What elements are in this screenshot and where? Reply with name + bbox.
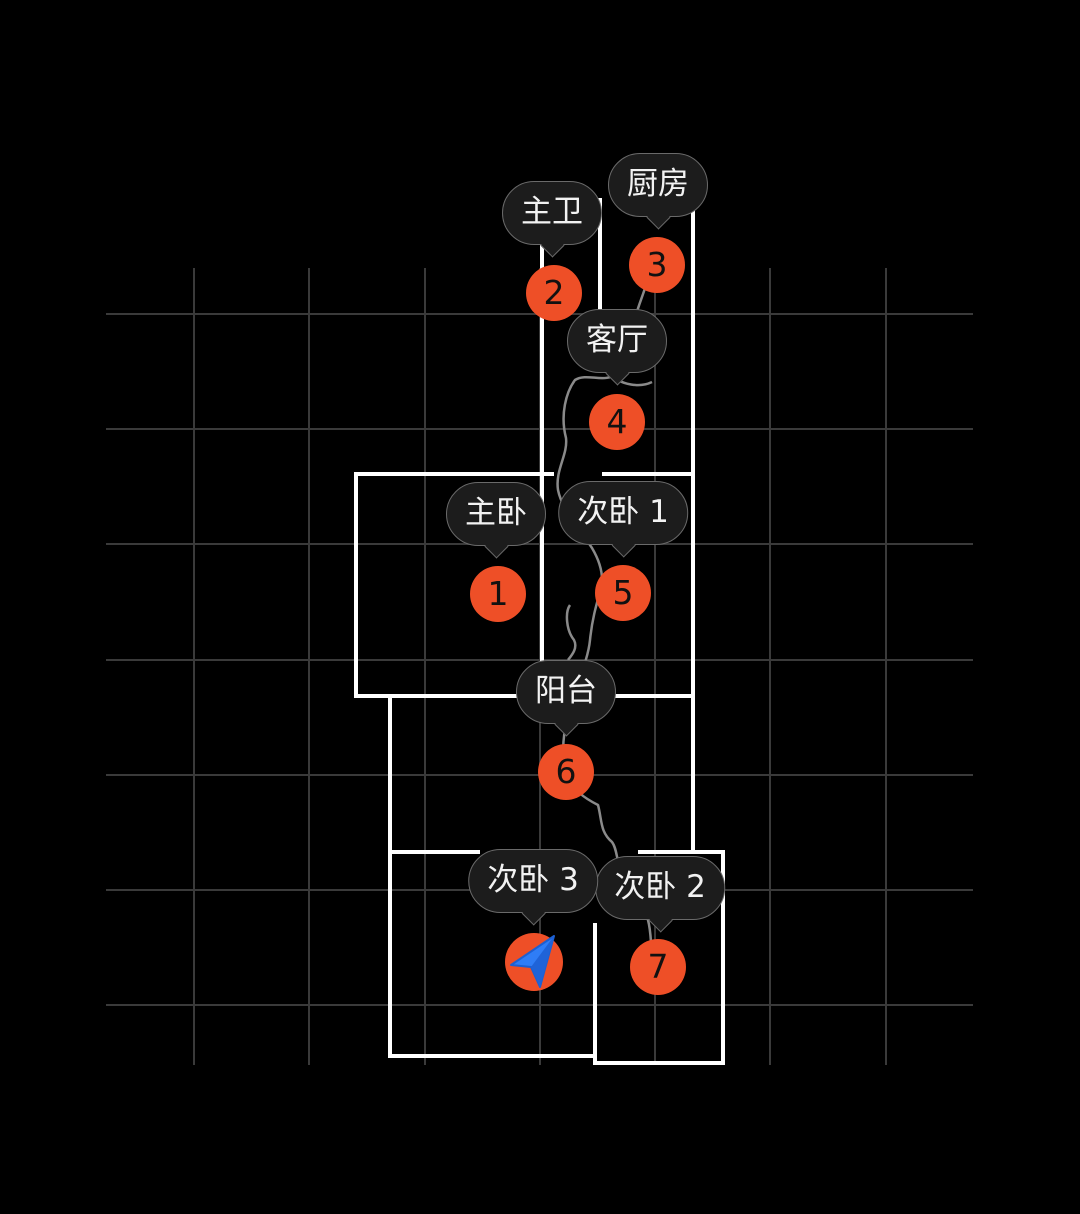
step-marker-number: 7 (647, 947, 669, 986)
step-marker-6[interactable]: 6 (538, 744, 594, 800)
room-label-text: 次卧 1 (577, 494, 669, 530)
step-marker-5[interactable]: 5 (595, 565, 651, 621)
room-label-text: 阳台 (535, 673, 597, 709)
room-label-text: 次卧 2 (614, 869, 706, 905)
room-label-text: 厨房 (627, 166, 689, 202)
step-marker-number: 4 (606, 402, 628, 441)
room-label-text: 次卧 3 (487, 862, 579, 898)
room-label-kitchen[interactable]: 厨房 (608, 153, 708, 217)
step-marker-2[interactable]: 2 (526, 265, 582, 321)
step-marker-number: 1 (487, 574, 509, 613)
room-label-living-room[interactable]: 客厅 (567, 309, 667, 373)
room-label-text: 主卧 (465, 495, 527, 531)
navigation-arrow-icon (510, 935, 555, 988)
room-label-text: 客厅 (586, 322, 648, 358)
current-location-marker[interactable] (505, 933, 563, 991)
room-label-second-bedroom-2[interactable]: 次卧 2 (595, 856, 725, 920)
room-label-text: 主卫 (521, 194, 583, 230)
room-label-master-bath[interactable]: 主卫 (502, 181, 602, 245)
step-marker-7[interactable]: 7 (630, 939, 686, 995)
step-marker-1[interactable]: 1 (470, 566, 526, 622)
room-label-second-bedroom-3[interactable]: 次卧 3 (468, 849, 598, 913)
step-marker-number: 6 (555, 752, 577, 791)
step-marker-number: 3 (646, 245, 668, 284)
room-label-balcony[interactable]: 阳台 (516, 660, 616, 724)
room-label-master-bedroom[interactable]: 主卧 (446, 482, 546, 546)
step-marker-3[interactable]: 3 (629, 237, 685, 293)
room-label-second-bedroom-1[interactable]: 次卧 1 (558, 481, 688, 545)
step-marker-4[interactable]: 4 (589, 394, 645, 450)
step-marker-number: 5 (612, 573, 634, 612)
step-marker-number: 2 (543, 273, 565, 312)
